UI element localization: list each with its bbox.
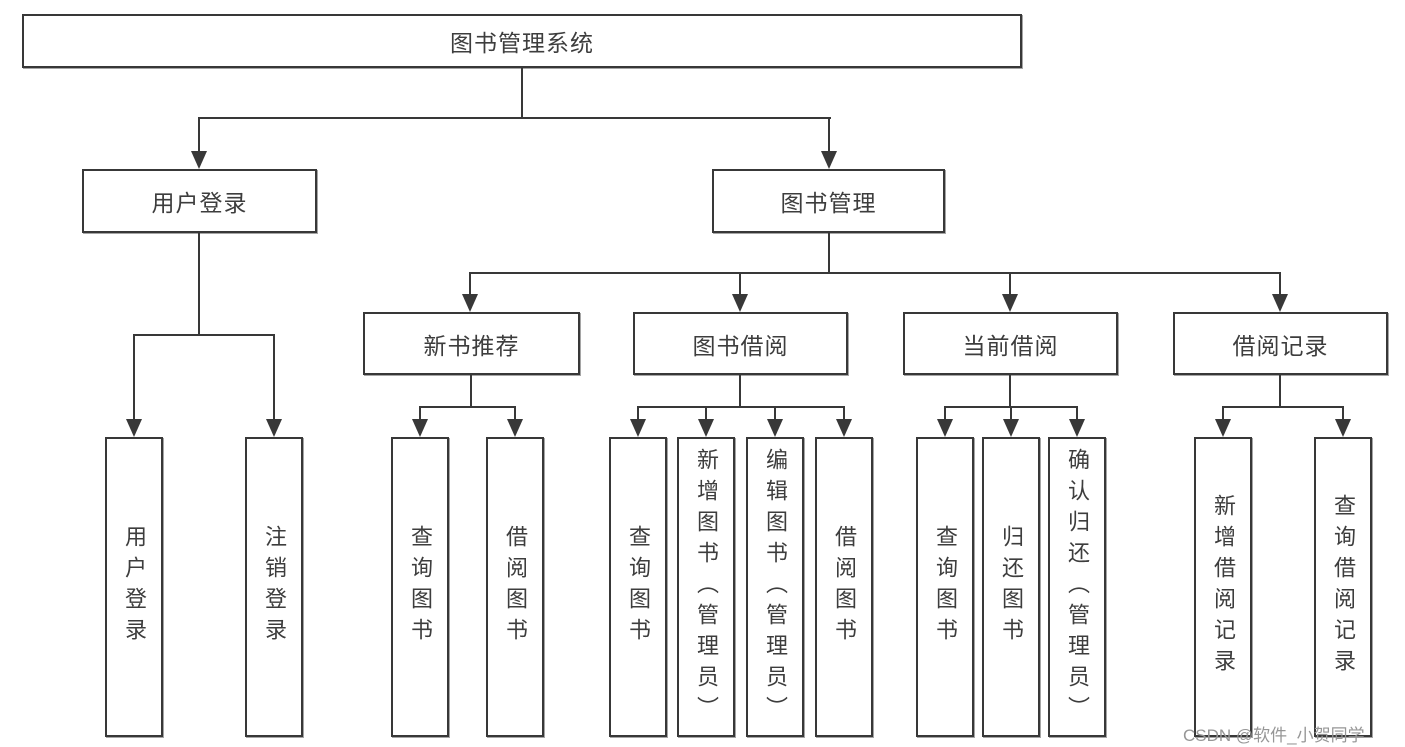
connector-borrow-record-stem [1279,375,1281,408]
leaf-borrow-borrow-books-label: 借阅图书 [832,525,857,649]
leaf-current-return-books-label: 归还图书 [999,525,1024,649]
arrowhead-user-login-icon [191,151,207,169]
leaf-borrow-add-books-admin: 新增图书（管理员） [677,437,735,737]
connector-to-leaf-cb-query [944,406,946,420]
connector-to-leaf-logout [273,334,275,420]
leaf-user-login: 用户登录 [105,437,163,737]
leaf-current-query-books-label: 查询图书 [933,525,958,649]
arrowhead-leaf-user-login-icon [126,419,142,437]
leaf-record-add-record: 新增借阅记录 [1194,437,1252,737]
node-book-borrow: 图书借阅 [633,312,848,375]
connector-to-leaf-bb-add [705,406,707,420]
connector-to-new-book [469,272,471,296]
connector-to-leaf-br-add [1222,406,1224,420]
connector-to-leaf-nb-borrow [514,406,516,420]
connector-root-branch [198,117,831,119]
arrowhead-book-mgmt-icon [821,151,837,169]
node-book-management: 图书管理 [712,169,945,233]
leaf-current-query-books: 查询图书 [916,437,974,737]
connector-to-book-mgmt [828,117,830,153]
leaf-logout-label: 注销登录 [262,525,287,649]
connector-to-leaf-cb-return [1010,406,1012,420]
leaf-newbook-borrow-books-label: 借阅图书 [503,525,528,649]
connector-to-book-borrow [739,272,741,296]
connector-new-book-branch [419,406,516,408]
arrowhead-leaf-cb-query-icon [937,419,953,437]
connector-to-leaf-bb-borrow [843,406,845,420]
arrowhead-leaf-bb-add-icon [698,419,714,437]
arrowhead-borrow-record-icon [1272,294,1288,312]
node-library-system: 图书管理系统 [22,14,1022,68]
connector-to-leaf-user-login [133,334,135,420]
leaf-current-confirm-return-admin-label: 确认归还（管理员） [1065,447,1090,727]
leaf-borrow-edit-books-admin-label: 编辑图书（管理员） [763,447,788,727]
arrowhead-leaf-nb-query-icon [412,419,428,437]
leaf-newbook-query-books: 查询图书 [391,437,449,737]
leaf-borrow-borrow-books: 借阅图书 [815,437,873,737]
leaf-record-query-record-label: 查询借阅记录 [1331,494,1356,680]
connector-book-borrow-branch [637,406,845,408]
leaf-current-confirm-return-admin: 确认归还（管理员） [1048,437,1106,737]
arrowhead-new-book-icon [462,294,478,312]
connector-user-login-stem [198,233,200,335]
connector-book-mgmt-stem [828,233,830,273]
connector-root-stem [521,68,523,118]
connector-book-borrow-stem [739,375,741,408]
arrowhead-leaf-cb-confirm-icon [1069,419,1085,437]
connector-to-leaf-br-query [1342,406,1344,420]
connector-to-leaf-nb-query [419,406,421,420]
connector-book-mgmt-branch [469,272,1281,274]
arrowhead-leaf-br-query-icon [1335,419,1351,437]
arrowhead-leaf-nb-borrow-icon [507,419,523,437]
connector-to-leaf-bb-edit [774,406,776,420]
leaf-newbook-borrow-books: 借阅图书 [486,437,544,737]
leaf-logout: 注销登录 [245,437,303,737]
leaf-borrow-add-books-admin-label: 新增图书（管理员） [694,447,719,727]
node-current-borrow: 当前借阅 [903,312,1118,375]
connector-to-borrow-record [1279,272,1281,296]
connector-to-current-borrow [1009,272,1011,296]
arrowhead-leaf-bb-edit-icon [767,419,783,437]
node-borrow-record: 借阅记录 [1173,312,1388,375]
arrowhead-leaf-cb-return-icon [1003,419,1019,437]
connector-to-leaf-cb-confirm [1076,406,1078,420]
leaf-record-add-record-label: 新增借阅记录 [1211,494,1236,680]
arrowhead-current-borrow-icon [1002,294,1018,312]
arrowhead-leaf-logout-icon [266,419,282,437]
leaf-borrow-query-books-label: 查询图书 [626,525,651,649]
connector-current-borrow-stem [1009,375,1011,408]
connector-borrow-record-branch [1222,406,1344,408]
csdn-watermark: CSDN @软件_小贺同学 [1183,726,1365,745]
node-user-login: 用户登录 [82,169,317,233]
leaf-record-query-record: 查询借阅记录 [1314,437,1372,737]
arrowhead-leaf-bb-borrow-icon [836,419,852,437]
arrowhead-book-borrow-icon [732,294,748,312]
connector-to-user-login [198,117,200,153]
leaf-user-login-label: 用户登录 [122,525,147,649]
connector-user-login-branch [133,334,274,336]
connector-new-book-stem [470,375,472,408]
leaf-current-return-books: 归还图书 [982,437,1040,737]
node-new-book-recommend: 新书推荐 [363,312,580,375]
arrowhead-leaf-bb-query-icon [630,419,646,437]
leaf-borrow-edit-books-admin: 编辑图书（管理员） [746,437,804,737]
leaf-borrow-query-books: 查询图书 [609,437,667,737]
connector-to-leaf-bb-query [637,406,639,420]
arrowhead-leaf-br-add-icon [1215,419,1231,437]
leaf-newbook-query-books-label: 查询图书 [408,525,433,649]
